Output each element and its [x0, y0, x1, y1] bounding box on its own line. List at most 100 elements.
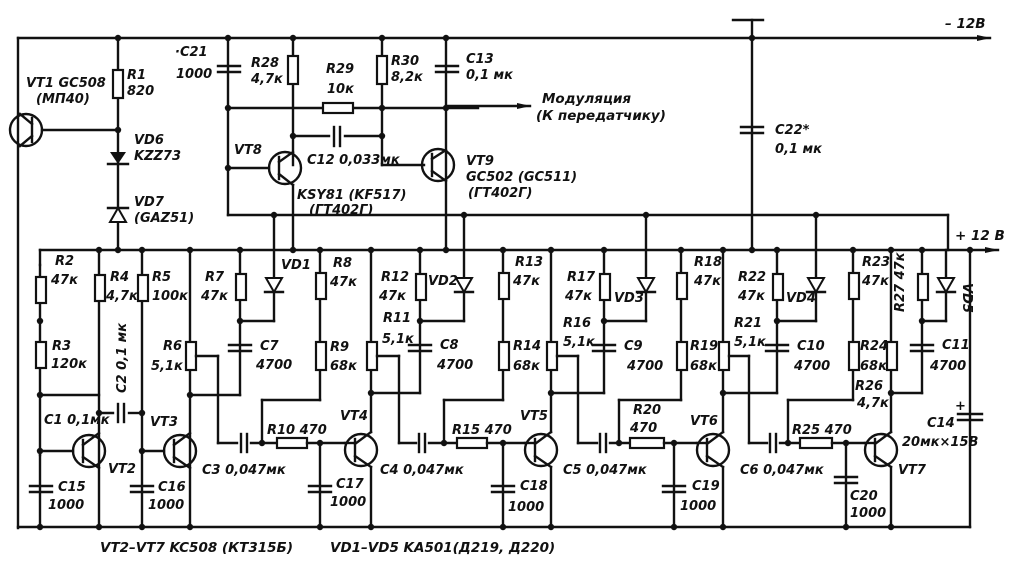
r4-value: 4,7к: [105, 289, 139, 304]
r12-ref: R12: [381, 270, 409, 285]
r26-value: 4,7к: [856, 396, 890, 411]
c17-capacitor: [307, 484, 333, 494]
r27-label: R27 47к: [893, 251, 908, 312]
r7-resistor: [234, 272, 248, 302]
r1-resistor: [111, 68, 125, 100]
r13-trimmer: [497, 271, 511, 301]
vt1-ref: VT1 GC508: [26, 76, 106, 91]
r10-label: R10 470: [267, 423, 327, 438]
r16-value: 5,1к: [563, 335, 596, 350]
r30-resistor: [375, 54, 389, 86]
c6-capacitor: [768, 432, 778, 454]
r23-ref: R23: [862, 255, 890, 270]
r7-value: 47к: [200, 289, 229, 304]
vt8-alt: (ГТ402Г): [309, 203, 373, 218]
r11-ref: R11: [383, 311, 411, 326]
c18-ref: C18: [520, 479, 548, 494]
c5-capacitor: [598, 432, 608, 454]
vt8-value: KSY81 (KF517): [297, 188, 406, 203]
r15-resistor: [455, 436, 489, 450]
c4-label: C4 0,047мк: [380, 463, 465, 478]
c21-ref: ·C21: [175, 45, 208, 60]
c9-ref: C9: [624, 339, 643, 354]
r23-trimmer: [847, 271, 861, 301]
r7-ref: R7: [205, 270, 225, 285]
c8-capacitor: [407, 343, 433, 353]
r18-ref: R18: [694, 255, 722, 270]
r22-value: 47к: [737, 289, 766, 304]
vd3-diode-icon: [635, 277, 657, 295]
r6-ref: R6: [163, 339, 182, 354]
r11-value: 5,1к: [382, 332, 415, 347]
positive-rail: [38, 247, 1000, 267]
r14-resistor: [497, 340, 511, 372]
c1-capacitor: [116, 402, 126, 424]
r8-value: 47к: [329, 275, 358, 290]
r13-value: 47к: [512, 274, 541, 289]
vd3-ref: VD3: [614, 291, 644, 306]
r21-potentiometer: [717, 340, 731, 372]
c16-ref: C16: [158, 480, 186, 495]
c10-capacitor: [764, 343, 790, 353]
c15-value: 1000: [48, 498, 84, 513]
r3-resistor: [34, 340, 48, 370]
r4-ref: R4: [110, 270, 129, 285]
vd2-diode-icon: [453, 277, 475, 295]
r25-resistor: [798, 436, 834, 450]
output-label-line2: (К передатчику): [536, 108, 666, 124]
vt7-transistor: [863, 430, 899, 469]
r28-value: 4,7к: [250, 72, 284, 87]
r16-potentiometer: [545, 340, 559, 372]
c22-value: 0,1 мк: [775, 142, 823, 157]
c11-value: 4700: [929, 359, 966, 374]
r20-ref: R20: [633, 403, 661, 418]
c20-capacitor: [833, 475, 859, 485]
r27-resistor: [885, 340, 899, 372]
diode-note: VD1–VD5 KA501(Д219, Д220): [330, 540, 555, 556]
r6-value: 5,1к: [151, 359, 184, 374]
vd7-value: (GAZ51): [134, 211, 194, 226]
r9-ref: R9: [330, 340, 349, 355]
c16-capacitor: [129, 484, 155, 494]
r12-resistor: [414, 272, 428, 302]
junction-dots: [36, 34, 974, 531]
c14-capacitor: +: [955, 399, 984, 422]
c7-ref: C7: [260, 339, 280, 354]
vt9-alt: (ГТ402Г): [468, 186, 532, 201]
c20-value: 1000: [850, 506, 886, 521]
c21-capacitor: [216, 64, 242, 74]
c3-capacitor: [239, 432, 249, 454]
r3-ref: R3: [52, 339, 71, 354]
c19-ref: C19: [692, 479, 720, 494]
vt3-ref: VT3: [150, 415, 178, 430]
r19-value: 68к: [690, 359, 718, 374]
r25-label: R25 470: [792, 423, 852, 438]
vt4-transistor: [343, 430, 379, 469]
vt2-ref: VT2: [108, 462, 136, 477]
c6-label: C6 0,047мк: [740, 463, 825, 478]
positive-rail-label: + 12 В: [955, 228, 1005, 244]
vd7-diode-icon: [106, 205, 130, 223]
c3-label: C3 0,047мк: [202, 463, 287, 478]
vt9-ref: VT9: [466, 154, 494, 169]
r2-ref: R2: [55, 254, 74, 269]
r11-potentiometer: [365, 340, 379, 372]
c8-ref: C8: [440, 338, 459, 353]
r27b-resistor: [916, 272, 930, 302]
c20-ref: C20: [850, 489, 878, 504]
c16-value: 1000: [148, 498, 184, 513]
r13-ref: R13: [515, 255, 543, 270]
r5-resistor: [136, 273, 150, 303]
r22-ref: R22: [738, 270, 766, 285]
r3-value: 120к: [51, 357, 88, 372]
r9-value: 68к: [330, 359, 358, 374]
vt8-transistor: [226, 150, 303, 187]
r29-resistor: [321, 101, 355, 115]
c22-capacitor: [739, 125, 765, 135]
vt1-transistor: [8, 112, 120, 148]
transistor-note: VT2–VT7 KC508 (КТ315Б): [100, 540, 293, 556]
vt5-ref: VT5: [520, 409, 548, 424]
vd4-diode-icon: [805, 277, 827, 295]
r5-value: 100к: [152, 289, 189, 304]
vt7-ref: VT7: [898, 463, 927, 478]
